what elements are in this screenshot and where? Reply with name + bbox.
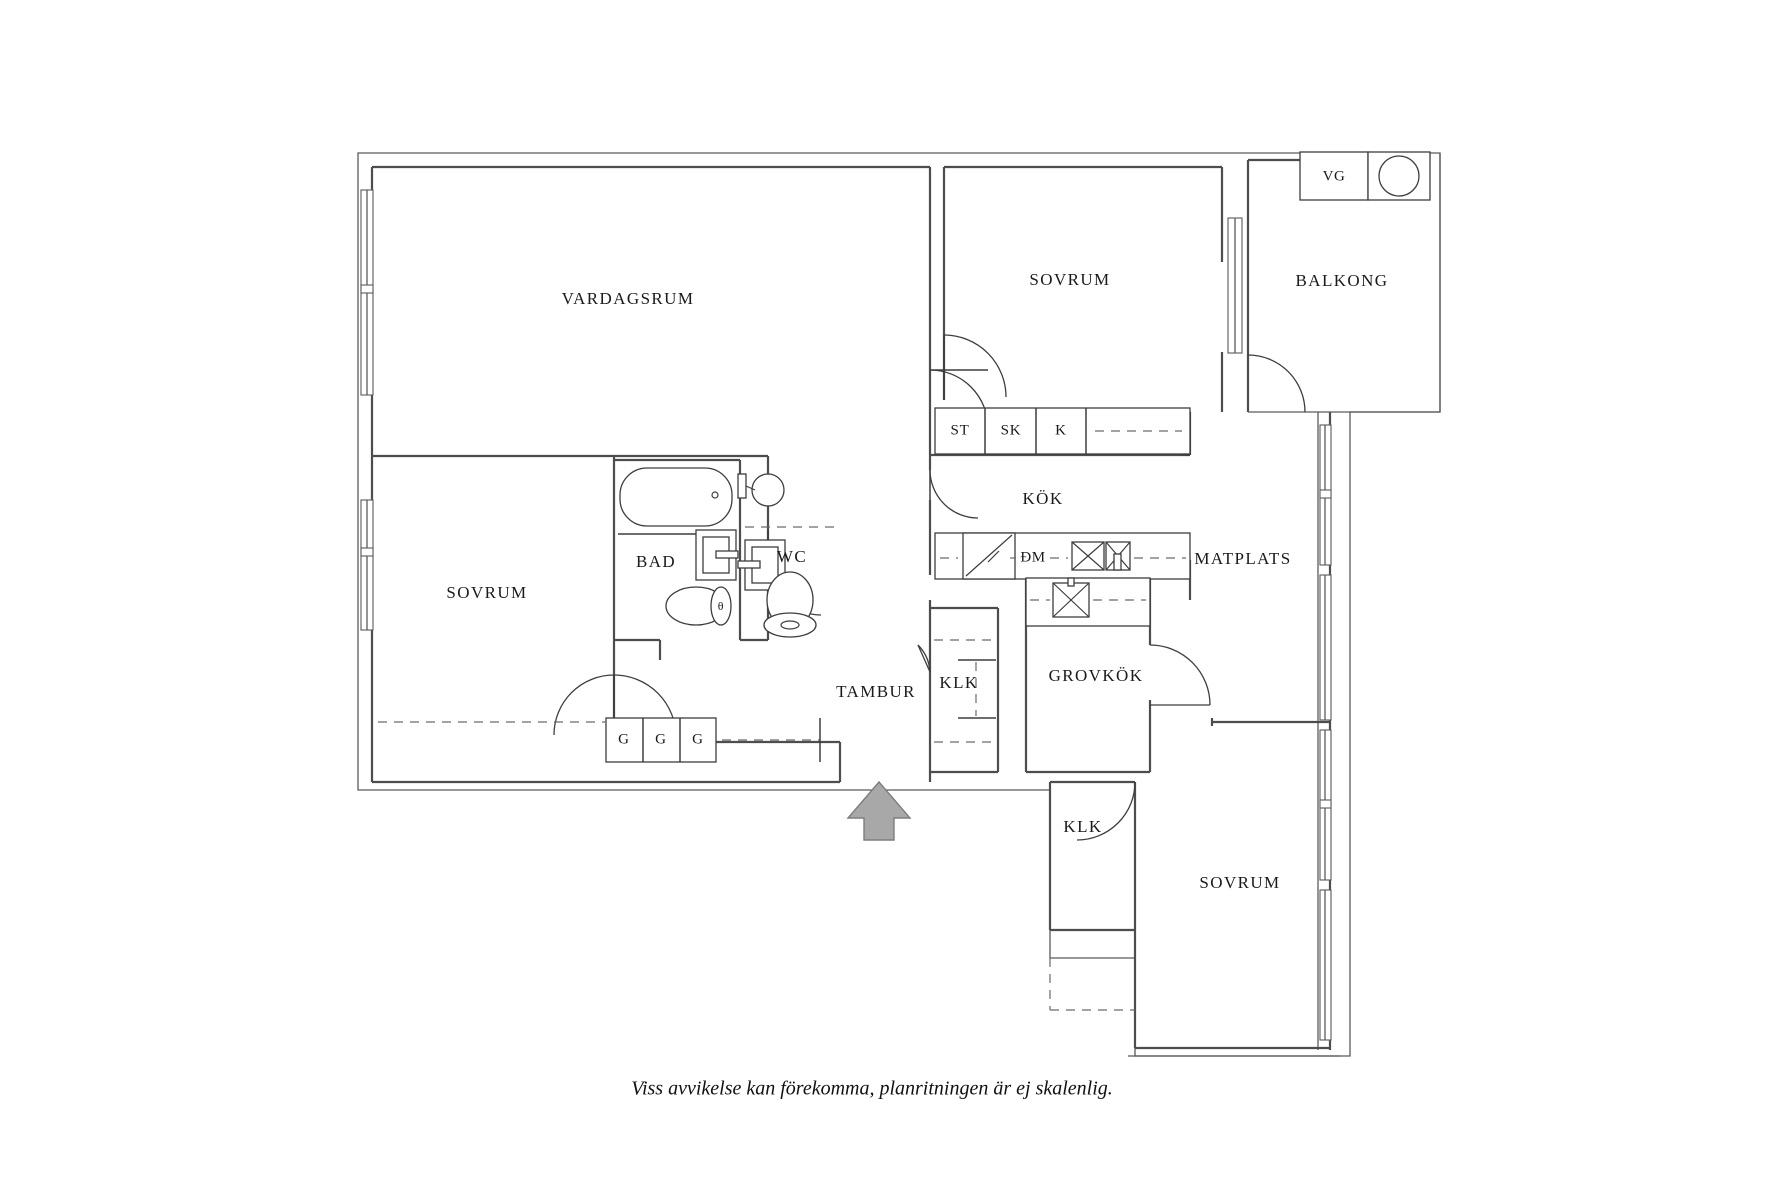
window-matplats-lower-icon [1319,574,1332,721]
label-klk-lower: KLK [1063,817,1102,836]
structural-walls [370,165,1340,1057]
svg-text:θ: θ [718,599,725,613]
window-sovrum-bottom-2-icon [1319,889,1332,1041]
door-grovkok-icon [1149,644,1211,706]
label-balkong: BALKONG [1296,271,1389,290]
plan-caption: Viss avvikelse kan förekomma, planritnin… [631,1078,1113,1100]
window-balcony-door-icon [1227,217,1243,354]
sink-tap-icon [1105,541,1131,571]
label-sovrum-left: SOVRUM [446,583,527,602]
label-cabinet-st: ST [950,422,969,438]
bathtub-icon [619,467,733,527]
label-dm: ÐM [1020,549,1045,565]
kitchen-cabinet-row [934,407,1191,455]
balcony-outline [1246,151,1441,413]
label-grovkok: GROVKÖK [1049,666,1144,685]
label-cabinet-g1: G [618,731,630,747]
door-klk-upper-icon [917,644,931,673]
door-sovrum-bottom-icon [1076,781,1136,841]
room-labels: VARDAGSRUM SOVRUM BALKONG SOVRUM BAD WC … [446,270,1389,892]
label-sovrum-top-right: SOVRUM [1029,270,1110,289]
entrance-arrow [846,780,912,841]
sink-icon [1071,541,1105,571]
door-sovrum-top-icon [943,334,1007,400]
washer-icon [695,529,739,581]
toilet-wc-icon [763,571,817,638]
label-cabinet-k: K [1055,422,1067,438]
window-vardagsrum-icon [360,189,374,396]
door-balcony-icon [1247,354,1306,413]
hall-wardrobe-row [605,717,821,763]
door-bad-icon [553,674,615,742]
appliance-labels: VG ÐM [1020,168,1345,565]
label-cabinet-g2: G [655,731,667,747]
door-kok-lower-icon [929,469,979,519]
label-bad: BAD [636,552,676,571]
klk-lower-dashed [1049,942,1135,1011]
grovkok-counter [1025,577,1151,627]
klk-upper-shelving [930,606,1000,774]
grovkok-sink-icon [1052,577,1090,618]
label-kok: KÖK [1022,489,1063,508]
label-matplats: MATPLATS [1194,549,1291,568]
vg-cabinet [1299,151,1369,201]
bathroom-fixtures: θ [614,458,768,660]
label-klk-upper: KLK [939,673,978,692]
outer-boundary [357,152,1441,1057]
label-wc: WC [777,547,807,566]
label-vardagsrum: VARDAGSRUM [562,289,695,308]
wc-fixtures [737,473,840,638]
kitchen-counter [934,532,1191,580]
window-sovrum-left-icon [360,499,374,631]
label-tambur: TAMBUR [836,682,916,701]
window-sovrum-bottom-icon [1319,729,1332,881]
toilet-bad-icon: θ [665,586,732,626]
label-cabinet-g3: G [692,731,704,747]
cabinet-labels: ST SK K G G G [618,422,1067,747]
label-vg: VG [1323,168,1346,184]
window-matplats-icon [1319,424,1332,566]
label-cabinet-sk: SK [1001,422,1022,438]
wc-sink-icon [737,473,785,507]
balcony-drain-icon [1378,155,1420,197]
label-sovrum-bottom: SOVRUM [1199,873,1280,892]
windows [360,189,1332,1041]
